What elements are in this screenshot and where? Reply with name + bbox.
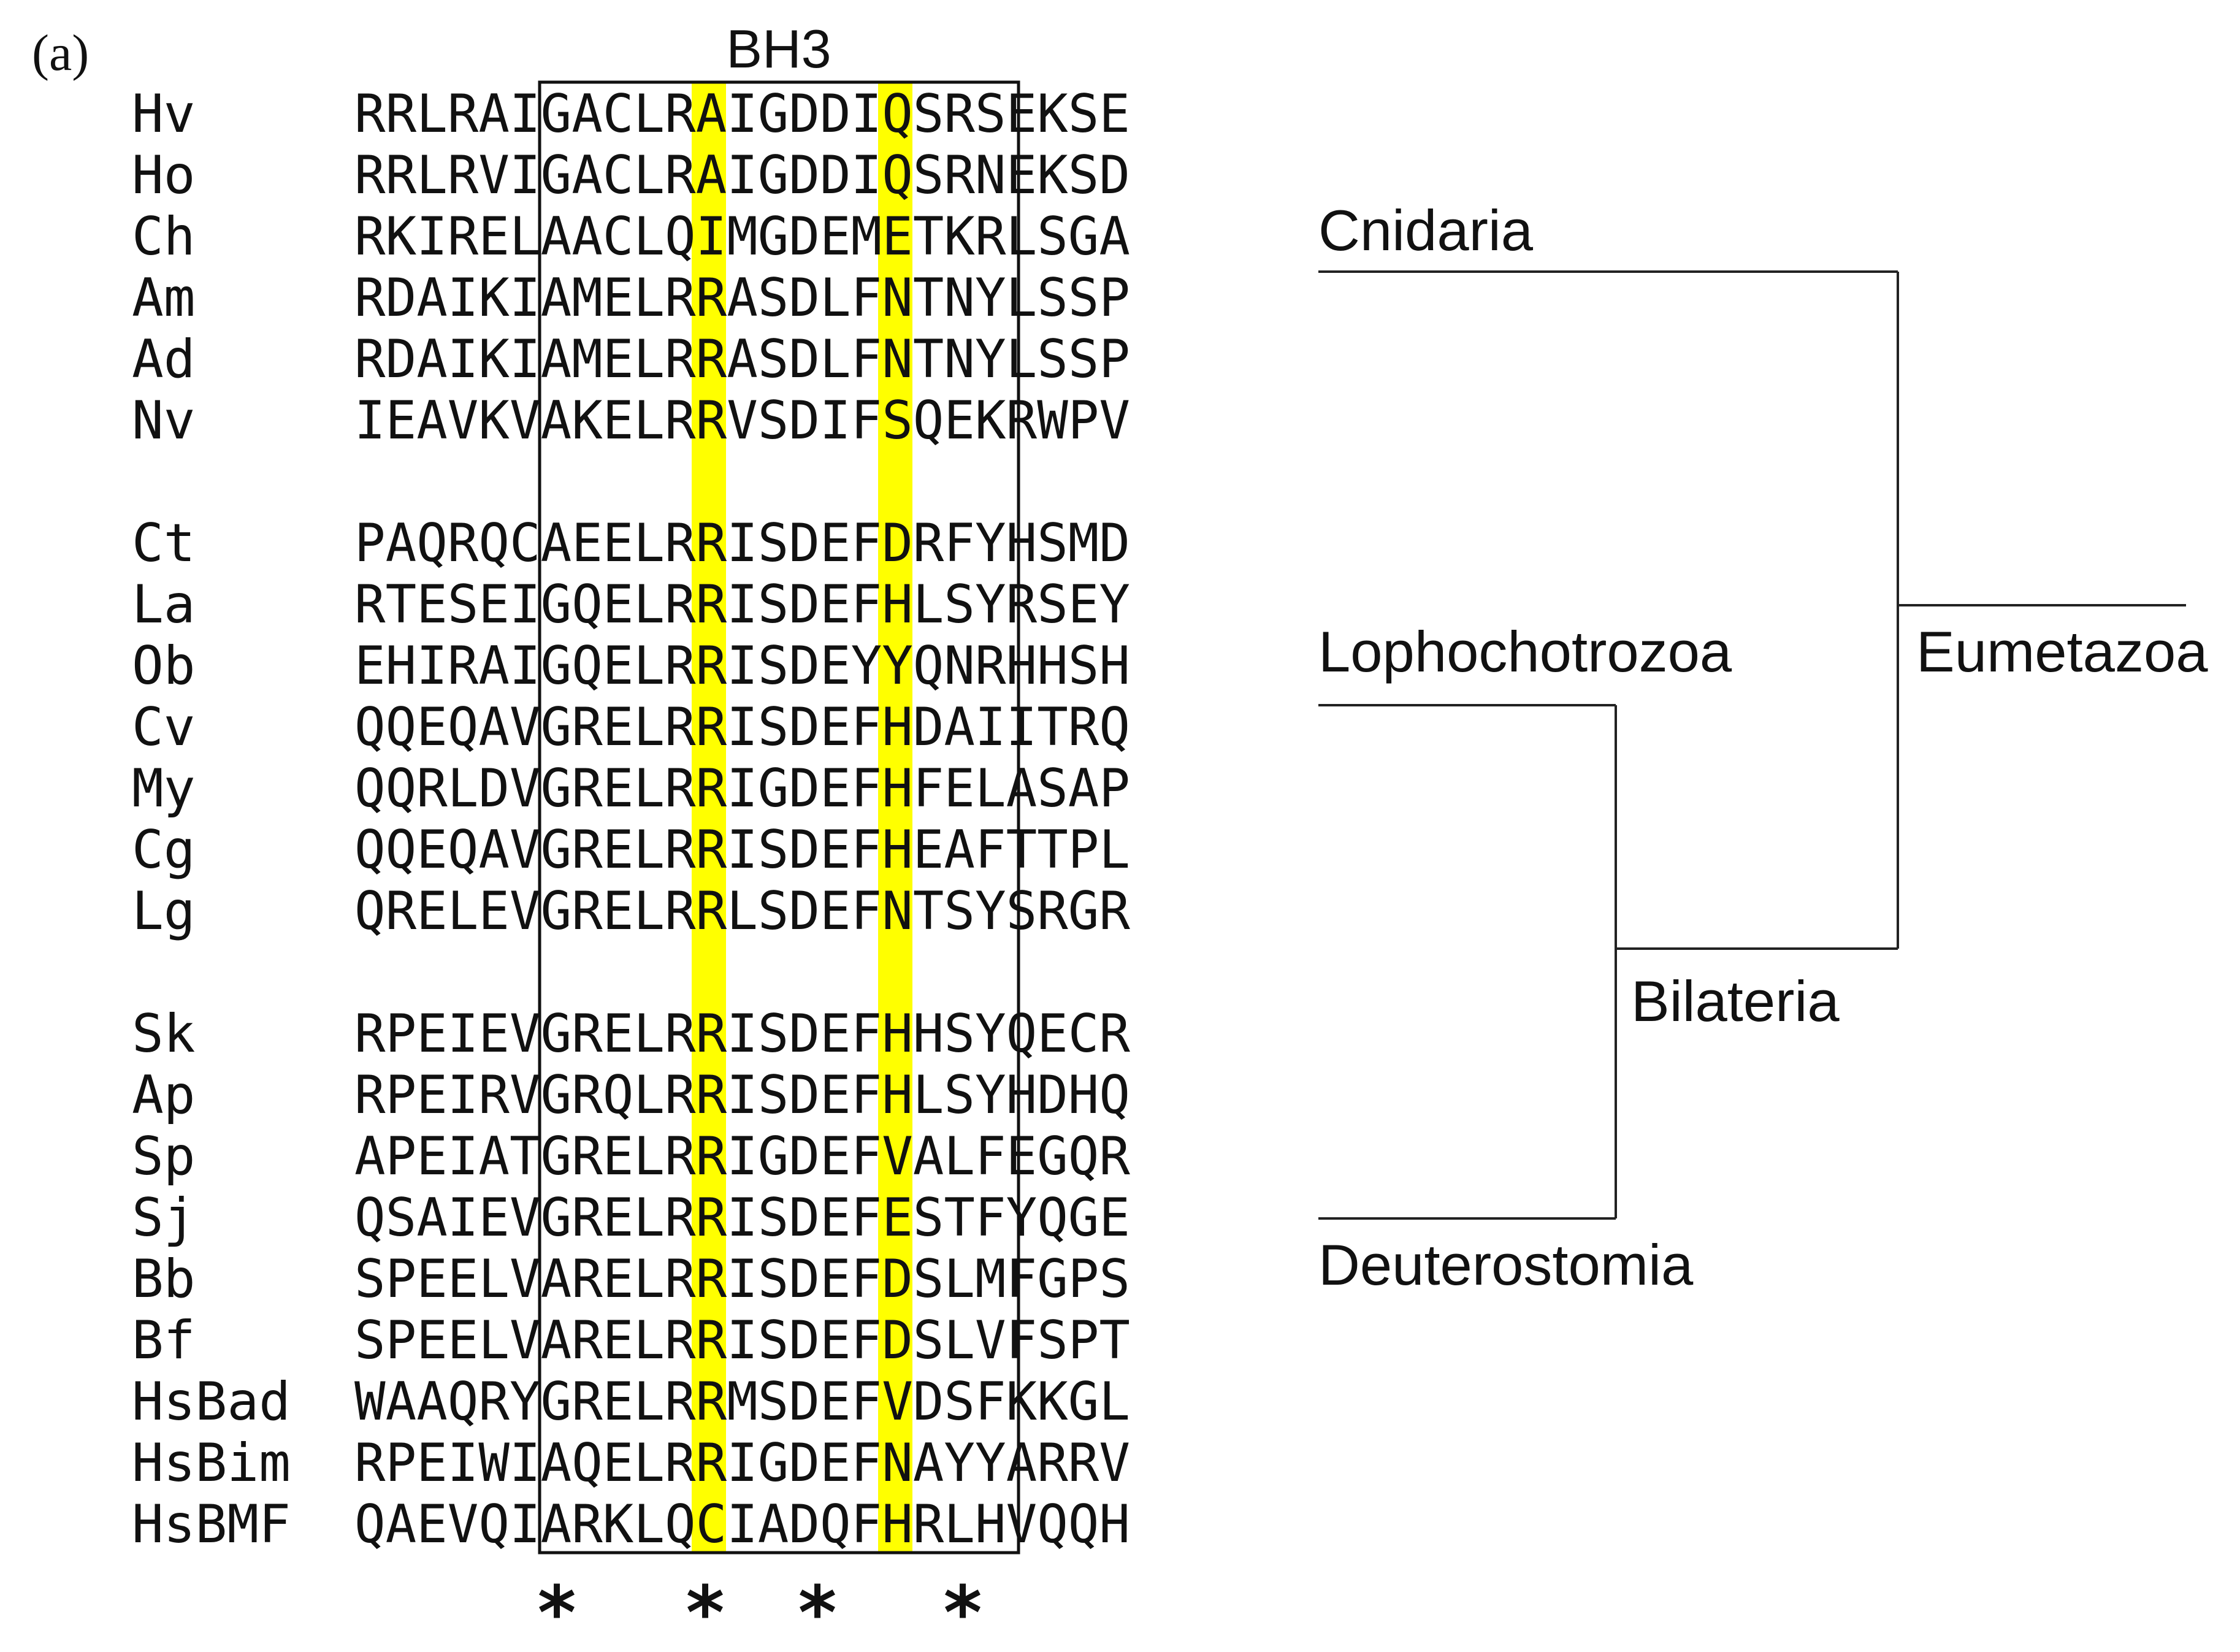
sequence-residues: QAEVQIARKLQCIADQFHRLHVQQH — [354, 1494, 1130, 1555]
sequence-row: La RTESEIGQELRRISDEFHLSYRSEY — [132, 574, 1130, 635]
sequence-residues: RKIRELAACLQIMGDEMETKRLSGA — [354, 206, 1130, 267]
sequence-residues: QRELEVGRELRRLSDEFNTSYSRGR — [354, 881, 1130, 942]
clade-label-lophochotrozoa: Lophochotrozoa — [1318, 619, 1732, 684]
sequence-residues: QQEQAVGRELRRISDEFHEAFTTPL — [354, 819, 1130, 881]
species-name: HsBad — [132, 1371, 291, 1432]
sequence-row: My QQRLDVGRELRRIGDEFHFELASAP — [132, 758, 1130, 819]
clade-label-cnidaria: Cnidaria — [1318, 198, 1534, 262]
species-name: Ho — [132, 145, 196, 206]
sequence-residues: RDAIKIAMELRRASDLFNTNYLSSP — [354, 329, 1130, 390]
sequence-row: Lg QRELEVGRELRRLSDEFNTSYSRGR — [132, 881, 1130, 942]
sequence-row: HsBMF QAEVQIARKLQCIADQFHRLHVQQH — [132, 1494, 1130, 1555]
sequence-residues: SPEELVARELRRISDEFDSLMFGPS — [354, 1249, 1130, 1310]
species-name: Ct — [132, 513, 196, 574]
sequence-residues: RRLRVIGACLRAIGDDIQSRNEKSD — [354, 145, 1130, 206]
sequence-residues: RPEIEVGRELRRISDEFHHSYQECR — [354, 1003, 1130, 1065]
sequence-row: Bb SPEELVARELRRISDEFDSLMFGPS — [132, 1249, 1130, 1310]
sequence-residues: APEIATGRELRRIGDEFVALFEGQR — [354, 1126, 1130, 1187]
bh3-title: BH3 — [726, 18, 831, 79]
sequence-row: Ob EHIRAIGQELRRISDEYYQNRHHSH — [132, 635, 1130, 697]
sequence-row: Bf SPEELVARELRRISDEFDSLVFSPT — [132, 1310, 1130, 1371]
sequence-row: Ad RDAIKIAMELRRASDLFNTNYLSSP — [132, 329, 1130, 390]
sequence-residues: RTESEIGQELRRISDEFHLSYRSEY — [354, 574, 1130, 635]
conservation-star: * — [686, 1571, 725, 1652]
species-name: Am — [132, 267, 196, 329]
sequence-row: Sj QSAIEVGRELRRISDEFESTFYQGE — [132, 1187, 1130, 1249]
conserved-aspartate-highlight — [878, 82, 912, 1553]
sequence-row: HsBad WAAQRYGRELRRMSDEFVDSFKKGL — [132, 1371, 1130, 1432]
sequence-row: Sp APEIATGRELRRIGDEFVALFEGQR — [132, 1126, 1130, 1187]
species-name: Lg — [132, 881, 196, 942]
sequence-residues: PAQRQCAEELRRISDEFDRFYHSMD — [354, 513, 1130, 574]
conserved-leucine-highlight — [692, 82, 726, 1553]
species-name: Cv — [132, 697, 196, 758]
species-name: Bb — [132, 1249, 196, 1310]
species-name: La — [132, 574, 196, 635]
sequence-row: Am RDAIKIAMELRRASDLFNTNYLSSP — [132, 267, 1130, 329]
clade-label-bilateria: Bilateria — [1631, 969, 1840, 1033]
sequence-residues: EHIRAIGQELRRISDEYYQNRHHSH — [354, 635, 1130, 697]
sequence-row: Sk RPEIEVGRELRRISDEFHHSYQECR — [132, 1003, 1130, 1065]
species-name: Ch — [132, 206, 196, 267]
species-name: Ap — [132, 1065, 196, 1126]
sequence-row: Ch RKIRELAACLQIMGDEMETKRLSGA — [132, 206, 1130, 267]
sequence-residues: RRLRAIGACLRAIGDDIQSRSEKSE — [354, 83, 1130, 145]
species-name: HsBMF — [132, 1494, 291, 1555]
conservation-star: * — [944, 1571, 982, 1652]
species-name: Bf — [132, 1310, 196, 1371]
species-name: HsBim — [132, 1432, 291, 1494]
alignment-rows: Hv RRLRAIGACLRAIGDDIQSRSEKSE Ho RRLRVIGACLR… — [132, 83, 1130, 1555]
sequence-residues: QSAIEVGRELRRISDEFESTFYQGE — [354, 1187, 1130, 1249]
species-name: My — [132, 758, 196, 819]
conservation-marks: * * * * — [538, 1571, 982, 1652]
conservation-star: * — [798, 1571, 837, 1652]
sequence-row: Cv QQEQAVGRELRRISDEFHDAIITRQ — [132, 697, 1130, 758]
sequence-residues: QQRLDVGRELRRIGDEFHFELASAP — [354, 758, 1130, 819]
sequence-residues: WAAQRYGRELRRMSDEFVDSFKKGL — [354, 1371, 1130, 1432]
sequence-row: Cg QQEQAVGRELRRISDEFHEAFTTPL — [132, 819, 1130, 881]
panel-label: (a) — [32, 25, 89, 82]
bh3-domain-box — [538, 80, 1020, 1554]
species-name: Sp — [132, 1126, 196, 1187]
sequence-row: Hv RRLRAIGACLRAIGDDIQSRSEKSE — [132, 83, 1130, 145]
sequence-residues: RPEIWIAQELRRIGDEFNAYYARRV — [354, 1432, 1130, 1494]
species-name: Nv — [132, 390, 196, 451]
sequence-row: HsBim RPEIWIAQELRRIGDEFNAYYARRV — [132, 1432, 1130, 1494]
sequence-residues: SPEELVARELRRISDEFDSLVFSPT — [354, 1310, 1130, 1371]
sequence-row: Ho RRLRVIGACLRAIGDDIQSRNEKSD — [132, 145, 1130, 206]
species-name: Hv — [132, 83, 196, 145]
phylogenetic-tree — [1318, 270, 2186, 1220]
species-name: Cg — [132, 819, 196, 881]
species-name: Sj — [132, 1187, 196, 1249]
clade-label-deuterostomia: Deuterostomia — [1318, 1233, 1694, 1297]
sequence-row: Ct PAQRQCAEELRRISDEFDRFYHSMD — [132, 513, 1130, 574]
sequence-residues: RDAIKIAMELRRASDLFNTNYLSSP — [354, 267, 1130, 329]
sequence-residues: QQEQAVGRELRRISDEFHDAIITRQ — [354, 697, 1130, 758]
sequence-row: Nv IEAVKVAKELRRVSDIFSQEKRWPV — [132, 390, 1130, 451]
species-name: Ad — [132, 329, 196, 390]
species-name: Ob — [132, 635, 196, 697]
species-name: Sk — [132, 1003, 196, 1065]
clade-label-eumetazoa: Eumetazoa — [1916, 619, 2208, 684]
conservation-star: * — [538, 1571, 576, 1652]
sequence-residues: RPEIRVGRQLRRISDEFHLSYHDHQ — [354, 1065, 1130, 1126]
sequence-row: Ap RPEIRVGRQLRRISDEFHLSYHDHQ — [132, 1065, 1130, 1126]
sequence-residues: IEAVKVAKELRRVSDIFSQEKRWPV — [354, 390, 1130, 451]
